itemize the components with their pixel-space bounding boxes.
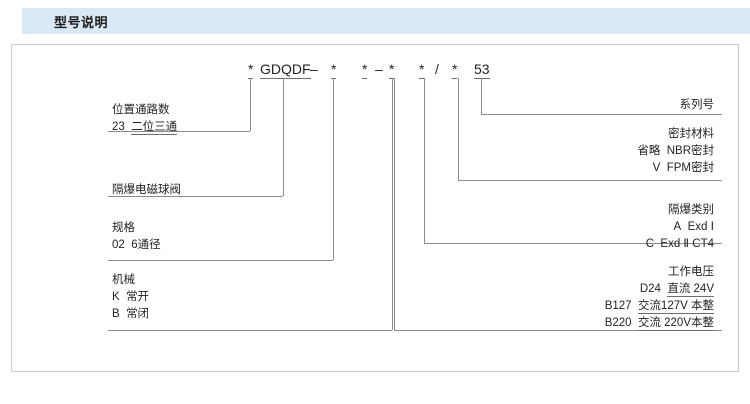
section-header: 型号说明 [22, 8, 750, 34]
page-title: 型号说明 [54, 14, 109, 30]
model-code-diagram-panel [11, 44, 739, 372]
